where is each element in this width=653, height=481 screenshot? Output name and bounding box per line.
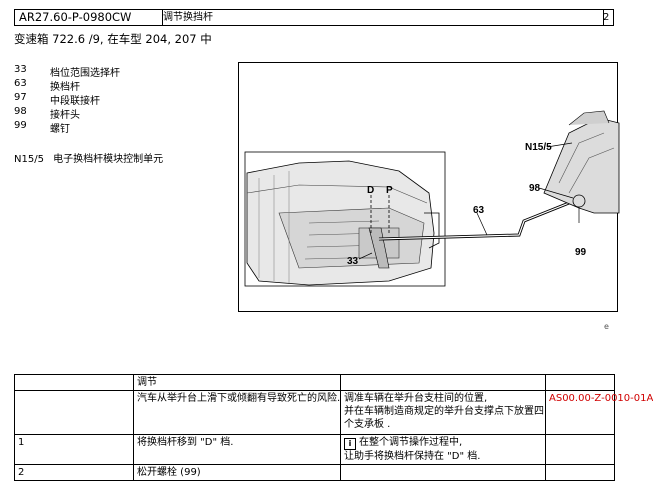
- table-header-row: 调节: [14, 374, 615, 391]
- gear-lever-illustration: [244, 110, 620, 287]
- table-cell: [545, 374, 615, 391]
- table-step: 1: [14, 434, 134, 465]
- table-note: [340, 464, 546, 481]
- info-icon: i: [344, 438, 356, 450]
- reference-link[interactable]: AS00.00-Z-0010-01A: [545, 390, 653, 435]
- legend-number: 33: [14, 64, 27, 75]
- table-step: [14, 390, 134, 435]
- legend-text: 中段联接杆: [50, 96, 100, 107]
- table-ref: [545, 464, 615, 481]
- note-line: 在整个调节操作过程中,: [359, 437, 463, 448]
- document-subtitle: 变速箱 722.6 /9, 在车型 204, 207 中: [14, 32, 212, 46]
- legend-n155-code: N15/5: [14, 154, 44, 165]
- page-marker: 2: [603, 12, 610, 23]
- document-header: AR27.60-P-0980CW 调节换挡杆 2: [14, 9, 614, 26]
- technical-figure: N15/5 D P 63 98 99 33: [238, 62, 620, 312]
- table-ref: [545, 434, 615, 465]
- legend-text: 换档杆: [50, 82, 80, 93]
- legend-number: 63: [14, 78, 27, 89]
- figure-label-p: P: [386, 185, 393, 196]
- table-action: 汽车从举升台上滑下或倾翻有导致死亡的风险.: [133, 390, 341, 435]
- legend-text: 档位范围选择杆: [50, 68, 120, 79]
- table-note: 调准车辆在举升台支柱间的位置, 并在车辆制造商规定的举升台支撑点下放置四 个支承…: [340, 390, 546, 435]
- table-action: 将换档杆移到 "D" 档.: [133, 434, 341, 465]
- procedure-table: 调节 汽车从举升台上滑下或倾翻有导致死亡的风险. 调准车辆在举升台支柱间的位置,…: [14, 374, 653, 481]
- figure-label-n155: N15/5: [525, 142, 552, 153]
- legend-n155-text: 电子换档杆模块控制单元: [53, 154, 164, 165]
- table-header-label: 调节: [133, 374, 341, 391]
- legend-number: 99: [14, 120, 27, 131]
- legend-text: 接杆头: [50, 110, 80, 121]
- legend-number: 97: [14, 92, 27, 103]
- document-title: 调节换挡杆: [158, 10, 604, 25]
- note-line: 并在车辆制造商规定的举升台支撑点下放置四: [344, 406, 544, 417]
- note-line: 个支承板 .: [344, 419, 391, 430]
- document-id: AR27.60-P-0980CW: [15, 10, 163, 25]
- figure-label-33: 33: [347, 256, 359, 267]
- legend-text: 螺钉: [50, 124, 70, 135]
- note-line: 让助手将换档杆保持在 "D" 档.: [344, 451, 481, 462]
- table-action: 松开螺栓 (99): [133, 464, 341, 481]
- figure-label-98: 98: [529, 183, 541, 194]
- note-line: 调准车辆在举升台支柱间的位置,: [344, 393, 488, 404]
- figure-label-99: 99: [575, 247, 587, 258]
- table-cell: [14, 374, 134, 391]
- legend-n155: N15/5 电子换档杆模块控制单元: [14, 150, 163, 165]
- table-row: 汽车从举升台上滑下或倾翻有导致死亡的风险. 调准车辆在举升台支柱间的位置, 并在…: [14, 390, 653, 435]
- legend-number: 98: [14, 106, 27, 117]
- table-step: 2: [14, 464, 134, 481]
- table-cell: [340, 374, 546, 391]
- figure-label-63: 63: [473, 205, 485, 216]
- figure-label-d: D: [367, 185, 375, 196]
- figure-mark: e: [604, 322, 609, 331]
- table-row: 2 松开螺栓 (99): [14, 464, 615, 481]
